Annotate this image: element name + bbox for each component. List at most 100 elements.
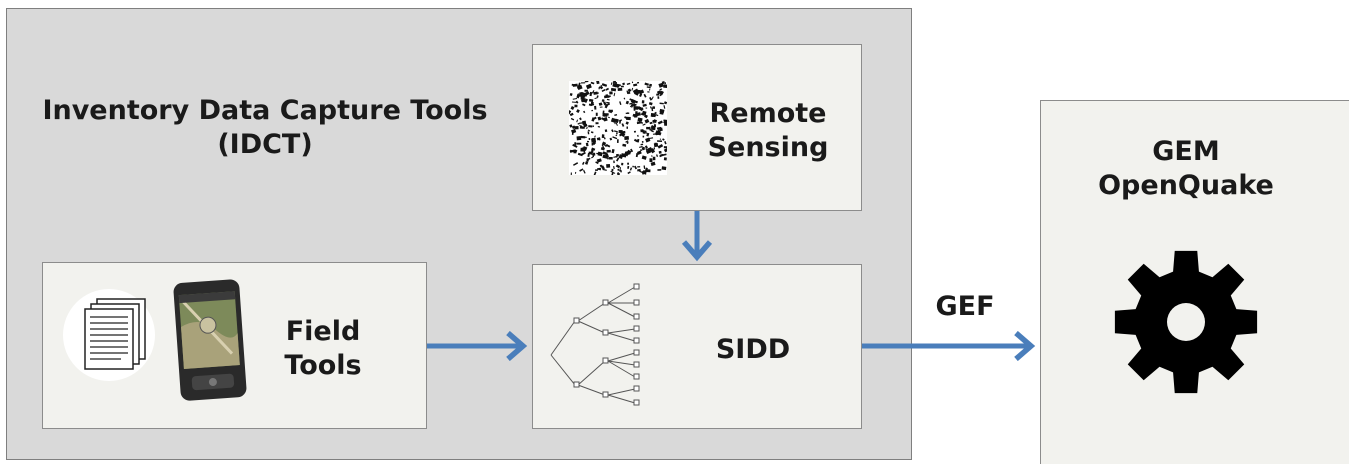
field-tools-line2: Tools (284, 349, 362, 381)
texture-speck (640, 129, 644, 133)
texture-speck (616, 153, 619, 157)
texture-speck (635, 111, 638, 116)
texture-speck (616, 157, 620, 162)
texture-speck (625, 140, 629, 143)
texture-speck (643, 165, 646, 169)
texture-speck (644, 82, 649, 86)
texture-speck (607, 116, 610, 119)
texture-speck (637, 121, 640, 123)
texture-speck (633, 138, 639, 143)
texture-speck (596, 158, 602, 163)
texture-speck (644, 145, 648, 149)
idct-title: Inventory Data Capture Tools (IDCT) (30, 94, 500, 162)
texture-speck (581, 161, 585, 165)
texture-speck (625, 100, 630, 105)
texture-speck (642, 123, 646, 126)
texture-speck (606, 113, 609, 116)
texture-speck (576, 142, 582, 145)
texture-speck (649, 96, 653, 101)
texture-speck (588, 125, 593, 128)
texture-speck (576, 136, 582, 141)
texture-speck (641, 170, 646, 175)
texture-speck (646, 147, 653, 153)
texture-speck (641, 141, 644, 143)
texture-speck (643, 93, 647, 98)
texture-speck (635, 89, 641, 94)
texture-speck (632, 165, 635, 168)
texture-speck (582, 120, 587, 126)
texture-speck (607, 95, 611, 98)
texture-speck (663, 146, 667, 149)
field-tools-box: Field Tools (42, 262, 427, 429)
gef-label: GEF (935, 291, 995, 322)
texture-speck (569, 110, 572, 115)
texture-speck (606, 101, 610, 104)
texture-speck (583, 169, 586, 174)
texture-speck (572, 143, 578, 148)
texture-speck (652, 156, 656, 161)
texture-speck (646, 132, 650, 137)
texture-speck (664, 141, 667, 145)
texture-speck (663, 157, 667, 161)
texture-speck (613, 155, 618, 158)
texture-speck (572, 130, 576, 132)
texture-speck (652, 133, 657, 135)
texture-speck (639, 170, 643, 173)
texture-speck (577, 152, 583, 157)
texture-speck (645, 148, 648, 152)
sidd-box: SIDD (532, 264, 862, 429)
texture-speck (576, 119, 579, 123)
texture-speck (590, 81, 595, 85)
texture-speck (641, 100, 645, 104)
texture-speck (576, 94, 580, 99)
texture-speck (604, 129, 608, 133)
texture-speck (606, 149, 611, 153)
texture-speck (587, 153, 590, 157)
texture-speck (570, 172, 572, 175)
texture-speck (612, 89, 615, 91)
texture-speck (612, 81, 617, 84)
texture-speck (592, 154, 595, 158)
texture-speck (591, 138, 595, 142)
idct-title-line1: Inventory Data Capture Tools (42, 95, 488, 126)
texture-speck (613, 160, 615, 164)
texture-speck (619, 101, 622, 106)
texture-speck (591, 147, 596, 151)
texture-speck (645, 137, 651, 143)
texture-speck (587, 131, 590, 135)
texture-speck (586, 84, 592, 88)
gear-icon (1114, 250, 1258, 394)
texture-speck (621, 162, 624, 166)
texture-speck (589, 91, 593, 97)
texture-speck (601, 141, 607, 146)
texture-speck (587, 129, 591, 132)
texture-speck (598, 102, 603, 106)
texture-speck (588, 98, 594, 103)
texture-speck (584, 81, 589, 83)
texture-speck (599, 106, 603, 108)
texture-speck (640, 107, 644, 111)
texture-speck (625, 121, 629, 125)
texture-speck (633, 103, 636, 107)
texture-speck (573, 150, 576, 153)
texture-speck (584, 93, 588, 97)
gem-label: GEM OpenQuake (1041, 135, 1331, 203)
remote-sensing-box: Remote Sensing (532, 44, 862, 211)
texture-speck (609, 137, 613, 141)
texture-speck (600, 164, 603, 168)
texture-speck (580, 135, 586, 139)
remote-sensing-line2: Sensing (707, 131, 829, 163)
texture-speck (617, 168, 620, 171)
texture-speck (613, 130, 618, 133)
texture-speck (637, 134, 639, 137)
texture-speck (618, 129, 623, 134)
texture-speck (598, 86, 603, 89)
texture-speck (602, 151, 608, 156)
texture-speck (577, 84, 583, 91)
texture-speck (618, 119, 623, 122)
texture-speck (576, 109, 580, 114)
texture-speck (647, 91, 650, 93)
texture-speck (616, 139, 619, 143)
texture-speck (639, 145, 643, 148)
texture-speck (602, 168, 607, 171)
